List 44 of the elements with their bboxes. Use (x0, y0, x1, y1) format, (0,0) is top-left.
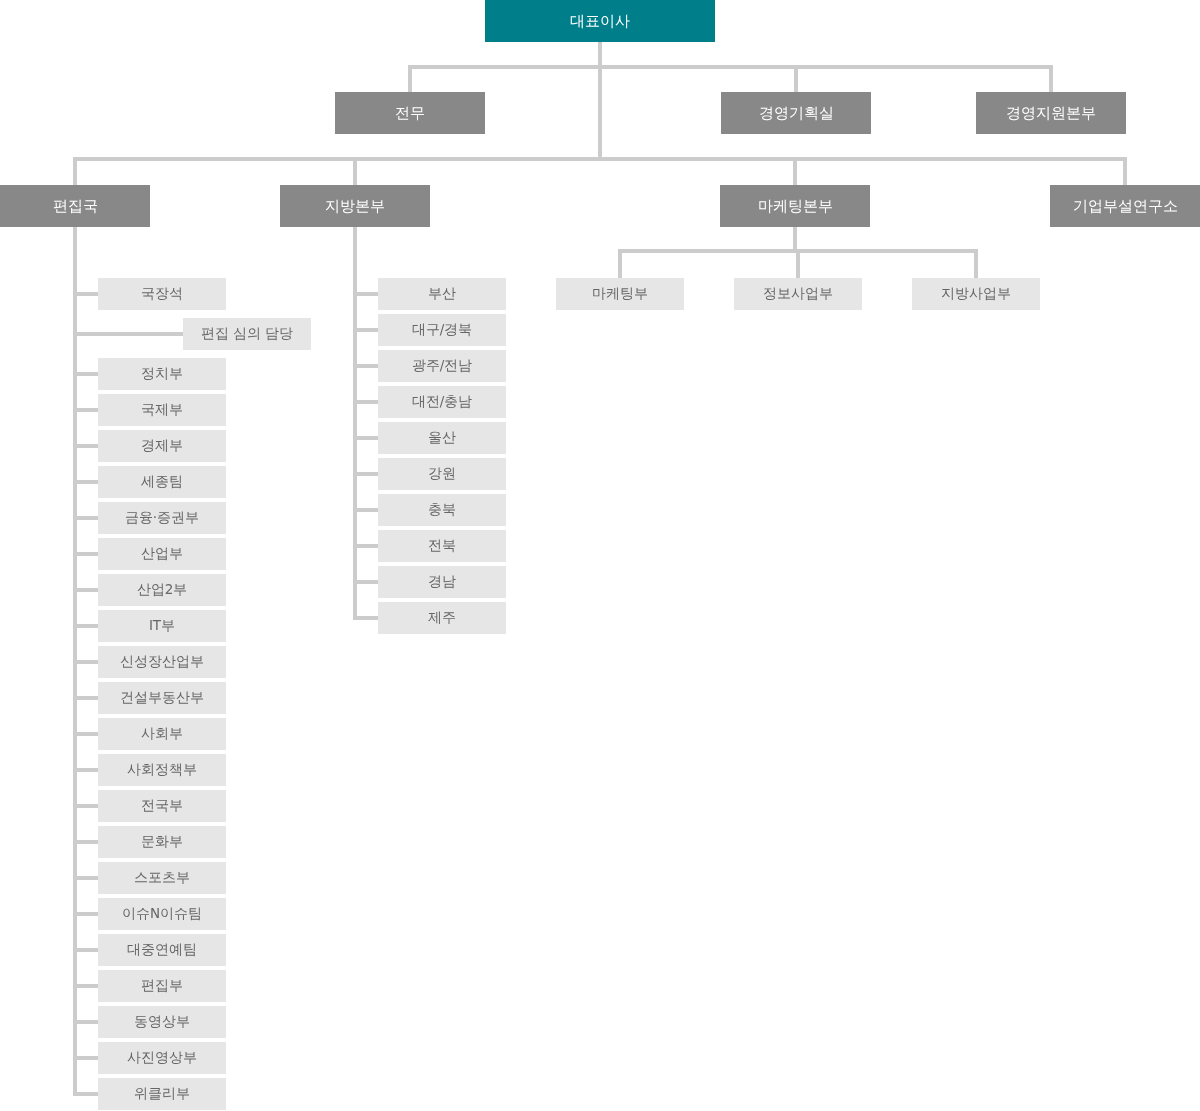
department-box: 부산 (378, 278, 506, 310)
department-box: 대중연예팀 (98, 934, 226, 966)
department-box: 대전/충남 (378, 386, 506, 418)
department-box: 신성장산업부 (98, 646, 226, 678)
department-box: 세종팀 (98, 466, 226, 498)
department-box: 제주 (378, 602, 506, 634)
division-box: 편집국 (0, 185, 150, 227)
department-box: 사진영상부 (98, 1042, 226, 1074)
department-box: 충북 (378, 494, 506, 526)
department-box: 사회부 (98, 718, 226, 750)
department-box: 마케팅부 (556, 278, 684, 310)
department-box: 강원 (378, 458, 506, 490)
department-box: 경제부 (98, 430, 226, 462)
ceo-box: 대표이사 (485, 0, 715, 42)
division-box: 지방본부 (280, 185, 430, 227)
department-box: 위클리부 (98, 1078, 226, 1110)
department-box: IT부 (98, 610, 226, 642)
department-box: 국제부 (98, 394, 226, 426)
department-box: 지방사업부 (912, 278, 1040, 310)
department-box: 정치부 (98, 358, 226, 390)
department-box: 울산 (378, 422, 506, 454)
department-box: 이슈N이슈팀 (98, 898, 226, 930)
department-box: 정보사업부 (734, 278, 862, 310)
department-box: 사회정책부 (98, 754, 226, 786)
department-box: 광주/전남 (378, 350, 506, 382)
division-box: 전무 (335, 92, 485, 134)
department-box: 산업부 (98, 538, 226, 570)
department-box: 건설부동산부 (98, 682, 226, 714)
department-box: 전국부 (98, 790, 226, 822)
division-box: 기업부설연구소 (1050, 185, 1200, 227)
department-box: 대구/경북 (378, 314, 506, 346)
department-box: 산업2부 (98, 574, 226, 606)
department-box: 경남 (378, 566, 506, 598)
department-box: 동영상부 (98, 1006, 226, 1038)
department-box: 스포츠부 (98, 862, 226, 894)
department-box: 전북 (378, 530, 506, 562)
department-box: 금융·증권부 (98, 502, 226, 534)
department-box: 국장석 (98, 278, 226, 310)
division-box: 경영기획실 (721, 92, 871, 134)
division-box: 마케팅본부 (720, 185, 870, 227)
department-box: 문화부 (98, 826, 226, 858)
department-box: 편집부 (98, 970, 226, 1002)
division-box: 경영지원본부 (976, 92, 1126, 134)
department-box: 편집 심의 담당 (183, 318, 311, 350)
